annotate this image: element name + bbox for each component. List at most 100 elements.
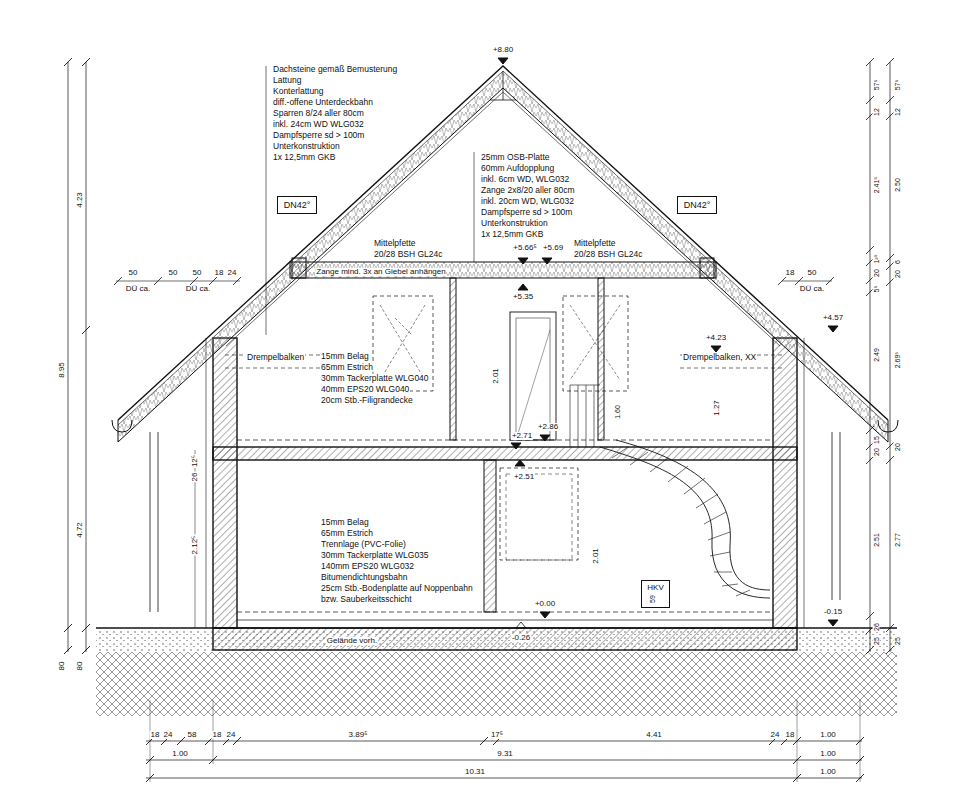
annotation-label: +5.66⁵: [512, 244, 538, 252]
annotation-label: 18: [150, 731, 161, 739]
annotation-label: 25mm OSB-Platte: [480, 153, 551, 162]
annotation-label: 1x 12,5mm GKB: [272, 153, 336, 162]
annotation-label: 10.31: [464, 768, 486, 776]
node-text: DN42°: [284, 201, 311, 210]
annotation-label: 50: [128, 269, 139, 277]
annotation-label: 25: [894, 636, 901, 646]
annotation-label: 20cm Stb.-Filigrandecke: [320, 396, 414, 405]
annotation-label: Konterlattung: [272, 87, 325, 96]
annotation-label: 58: [187, 731, 198, 739]
annotation-label: 4.41: [645, 731, 663, 739]
annotation-label: 2.01: [592, 547, 600, 565]
annotation-label: 6: [894, 259, 901, 265]
annotation-label: Mittelpfette: [573, 239, 617, 248]
annotation-label: 65mm Estrich: [320, 529, 374, 538]
annotation-label: 59: [649, 594, 656, 604]
annotation-label: +2.51: [513, 473, 535, 481]
annotation-label: 57⁵: [894, 79, 901, 92]
annotation-label: Lattung: [272, 76, 302, 85]
annotation-label: 4.72: [76, 521, 84, 539]
annotation-label: 20: [894, 442, 901, 452]
annotation-label: Drempelbalken: [246, 353, 305, 362]
annotation-label: 2.50: [894, 177, 901, 193]
equipment-box: HKV: [641, 580, 670, 608]
annotation-label: 15mm Belag: [320, 518, 370, 527]
annotation-label: 1.00: [819, 768, 837, 776]
annotation-label: 50: [192, 269, 203, 277]
annotation-label: +4.57: [822, 314, 844, 322]
annotation-label: Trennlage (PVC-Folie): [320, 540, 407, 549]
annotation-label: 9.31: [496, 750, 514, 758]
annotation-label: 20: [894, 269, 901, 279]
annotation-label: +0.00: [534, 600, 556, 608]
annotation-label: 60mm Aufdopplung: [480, 164, 555, 173]
annotation-label: +4.23: [705, 334, 727, 342]
annotation-label: 1.60: [614, 404, 621, 420]
annotation-label: bzw. Sauberkeitsschicht: [320, 595, 413, 604]
annotation-label: 18: [212, 731, 223, 739]
annotation-label: Dampfsperre sd > 100m: [480, 208, 573, 217]
annotation-label: inkl. 24cm WD WLG032: [272, 120, 365, 129]
annotation-label: 24: [226, 731, 237, 739]
annotation-label: 20/28 BSH GL24c: [373, 250, 444, 259]
annotation-label: Unterkonstruktion: [480, 219, 549, 228]
annotation-label: 18: [785, 269, 796, 277]
annotation-label: 24: [770, 731, 781, 739]
annotation-label: 8.95: [58, 361, 66, 379]
annotation-label: 15mm Belag: [320, 352, 370, 361]
annotation-label: 24: [227, 269, 238, 277]
annotation-label: DÜ ca.: [799, 285, 825, 293]
annotation-label: DÜ ca.: [185, 285, 211, 293]
annotation-label: Dachsteine gemäß Bemusterung: [272, 65, 398, 74]
annotation-label: 1.00: [819, 731, 837, 739]
annotation-label: 65mm Estrich: [320, 363, 374, 372]
annotation-label: 57⁵: [873, 79, 880, 92]
annotation-label: 12: [873, 107, 880, 117]
annotation-label: diff.-offene Unterdeckbahn: [272, 98, 374, 107]
annotation-label: 1x 12,5mm GKB: [480, 230, 544, 239]
annotation-label: 80: [58, 661, 66, 672]
annotation-label: 2.12⁵: [191, 535, 199, 556]
annotation-label: 30mm Tackerplatte WLG035: [320, 551, 430, 560]
annotation-label: 2.41⁵: [873, 176, 880, 195]
annotation-label: +5.69: [542, 244, 564, 252]
annotation-label: +2.86: [537, 423, 559, 431]
annotation-label: 50: [168, 269, 179, 277]
annotation-label: 25: [873, 636, 880, 646]
annotation-label: 2.01: [492, 367, 500, 385]
annotation-label: -0.15: [823, 608, 843, 616]
annotation-label: DÜ ca.: [125, 285, 151, 293]
annotation-label: 18: [214, 269, 225, 277]
annotation-label: +2.71: [511, 432, 533, 440]
annotation-label: 40mm EPS20 WLG040: [320, 385, 410, 394]
annotation-label: 80: [76, 661, 84, 672]
annotation-label: Unterkonstruktion: [272, 142, 341, 151]
annotation-label: Mittelpfette: [373, 239, 417, 248]
annotation-label: 20: [873, 447, 880, 457]
annotation-label: 30mm Tackerplatte WLG040: [320, 374, 430, 383]
annotation-label: 5⁵: [873, 285, 880, 294]
roof-pitch-box: DN42°: [677, 196, 717, 214]
roof-pitch-box: DN42°: [277, 196, 317, 214]
annotation-label: 4.23: [76, 191, 84, 209]
annotation-label: Drempelbalken, XX: [682, 353, 757, 362]
annotation-label: 1.27: [713, 399, 721, 417]
annotation-label: 18: [785, 731, 796, 739]
annotation-label: 26: [191, 472, 199, 483]
annotation-label: 2.77: [894, 532, 901, 548]
annotation-label: Zange mind. 3x an Giebel anhängen: [315, 268, 446, 276]
annotation-label: 2.69⁵: [894, 351, 901, 370]
annotation-label: 2.49: [873, 347, 880, 363]
annotation-label: Bitumendichtungsbahn: [320, 573, 408, 582]
annotation-label: 15: [873, 435, 880, 445]
annotation-label: 12: [894, 107, 901, 117]
annotation-label: +5.35: [512, 293, 534, 301]
annotation-label: 25cm Stb.-Bodenplatte auf Noppenbahn: [320, 584, 474, 593]
annotation-label: Dampfsperre sd > 100m: [272, 131, 365, 140]
annotation-label: Sparren 8/24 aller 80cm: [272, 109, 365, 118]
annotation-label: -0.26: [511, 634, 531, 642]
annotation-label: 20: [873, 268, 880, 278]
annotation-label: +8.80: [492, 46, 514, 54]
annotation-label: 20/28 BSH GL24c: [573, 250, 644, 259]
